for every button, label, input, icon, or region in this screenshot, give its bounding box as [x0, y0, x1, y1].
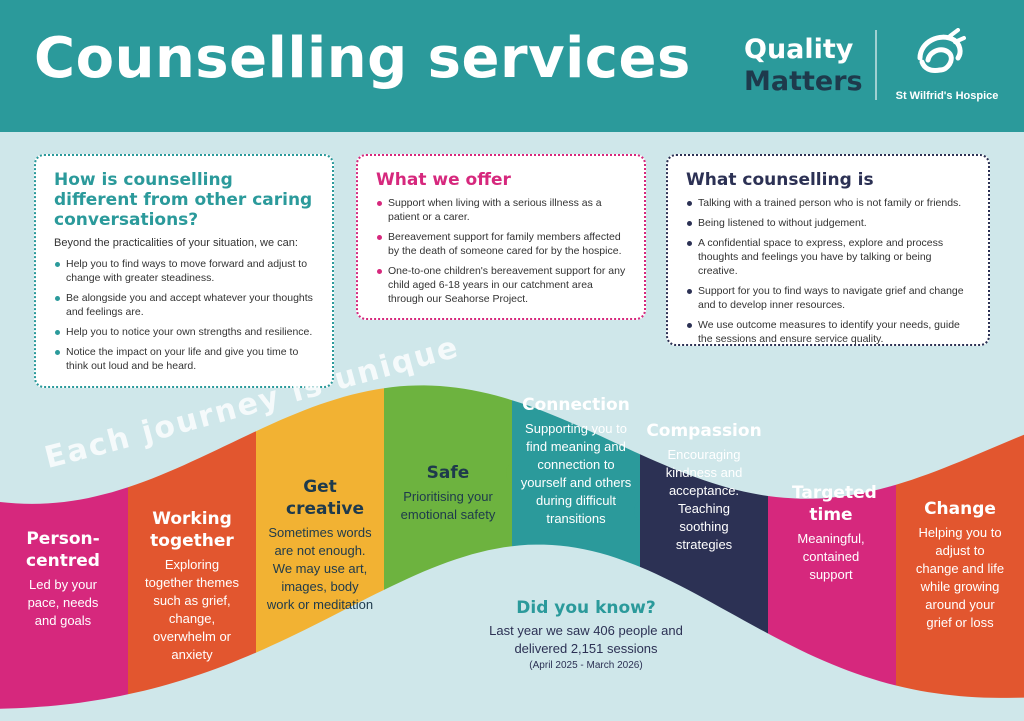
segment-title: Get creative	[286, 477, 365, 519]
quality-matters-line2: Matters	[744, 66, 863, 97]
segment-person-centred: Person-centred Led by your pace, needs a…	[0, 528, 126, 630]
list-item: Support for you to find ways to navigate…	[686, 284, 972, 312]
segment-title: Working together	[150, 509, 234, 551]
wave-segment-compassion	[640, 454, 768, 634]
segment-title: Connection	[522, 395, 630, 415]
wave-segment-get-creative	[256, 388, 384, 653]
segment-title: Change	[924, 499, 996, 519]
segment-description: Helping you to adjust to change and life…	[915, 525, 1005, 630]
segment-targeted-time: Targeted time Meaningful, contained supp…	[768, 482, 894, 584]
segment-title: Targeted time	[792, 483, 877, 525]
list-item: We use outcome measures to identify your…	[686, 318, 972, 346]
segment-working-together: Working together Exploring together them…	[128, 508, 256, 664]
wave-segment-change	[896, 434, 1024, 698]
header-divider	[875, 30, 877, 100]
list-item: Help you to find ways to move forward an…	[54, 257, 316, 285]
list-item: Notice the impact on your life and give …	[54, 345, 316, 373]
segment-description: Exploring together themes such as grief,…	[145, 557, 239, 662]
offer-list: Support when living with a serious illne…	[376, 196, 628, 306]
wave-segment-working-together	[128, 431, 256, 695]
hospice-name: St Wilfrid's Hospice	[895, 90, 999, 102]
list-item: Be alongside you and accept whatever you…	[54, 291, 316, 319]
list-item: Talking with a trained person who is not…	[686, 196, 972, 210]
page-header: Counselling services Quality Matters St …	[0, 0, 1024, 132]
page-title: Counselling services	[34, 26, 691, 91]
segment-title: Compassion	[646, 421, 762, 441]
list-item: Being listened to without judgement.	[686, 216, 972, 230]
list-item: One-to-one children's bereavement suppor…	[376, 264, 628, 306]
wave-segment-connection	[512, 400, 640, 567]
segment-description: Meaningful, contained support	[797, 531, 865, 582]
segment-description: Led by your pace, needs and goals	[27, 577, 99, 628]
difference-card-intro: Beyond the practicalities of your situat…	[54, 237, 298, 249]
did-you-know-title: Did you know?	[516, 598, 656, 618]
wave-segment-targeted-time	[768, 484, 896, 686]
did-you-know-panel: Did you know? Last year we saw 406 peopl…	[486, 598, 686, 671]
segment-safe: Safe Prioritising your emotional safety	[384, 462, 512, 524]
segment-title: Safe	[426, 463, 470, 483]
segment-description: Prioritising your emotional safety	[400, 489, 496, 522]
offer-card: What we offer Support when living with a…	[356, 154, 646, 320]
list-item: A confidential space to express, explore…	[686, 236, 972, 278]
quality-matters-line1: Quality	[744, 34, 854, 65]
wave-segment-safe	[384, 385, 512, 590]
segment-compassion: Compassion Encouraging kindness and acce…	[640, 420, 768, 554]
wave-segment-person-centred	[0, 487, 128, 709]
segment-title: Person-centred	[26, 529, 100, 571]
list-item: Support when living with a serious illne…	[376, 196, 628, 224]
what-counselling-is-card: What counselling is Talking with a train…	[666, 154, 990, 346]
difference-list: Help you to find ways to move forward an…	[54, 257, 316, 373]
segment-change: Change Helping you to adjust to change a…	[896, 498, 1024, 632]
difference-card: How is counselling different from other …	[34, 154, 334, 388]
segment-description: Sometimes words are not enough. We may u…	[266, 525, 374, 612]
did-you-know-period: (April 2025 - March 2026)	[529, 660, 643, 671]
quality-matters-badge: Quality Matters	[744, 34, 863, 98]
what-counselling-is-title: What counselling is	[686, 170, 874, 190]
offer-card-title: What we offer	[376, 170, 511, 190]
difference-card-title: How is counselling different from other …	[54, 170, 313, 230]
did-you-know-text: Last year we saw 406 people and delivere…	[489, 623, 683, 656]
list-item: Bereavement support for family members a…	[376, 230, 628, 258]
hospice-logo-icon	[917, 28, 966, 73]
segment-description: Supporting you to find meaning and conne…	[520, 421, 632, 526]
list-item: Help you to notice your own strengths an…	[54, 325, 316, 339]
segment-get-creative: Get creative Sometimes words are not eno…	[256, 476, 384, 614]
what-counselling-is-list: Talking with a trained person who is not…	[686, 196, 972, 346]
segment-description: Encouraging kindness and acceptance. Tea…	[665, 447, 743, 552]
segment-connection: Connection Supporting you to find meanin…	[512, 394, 640, 528]
